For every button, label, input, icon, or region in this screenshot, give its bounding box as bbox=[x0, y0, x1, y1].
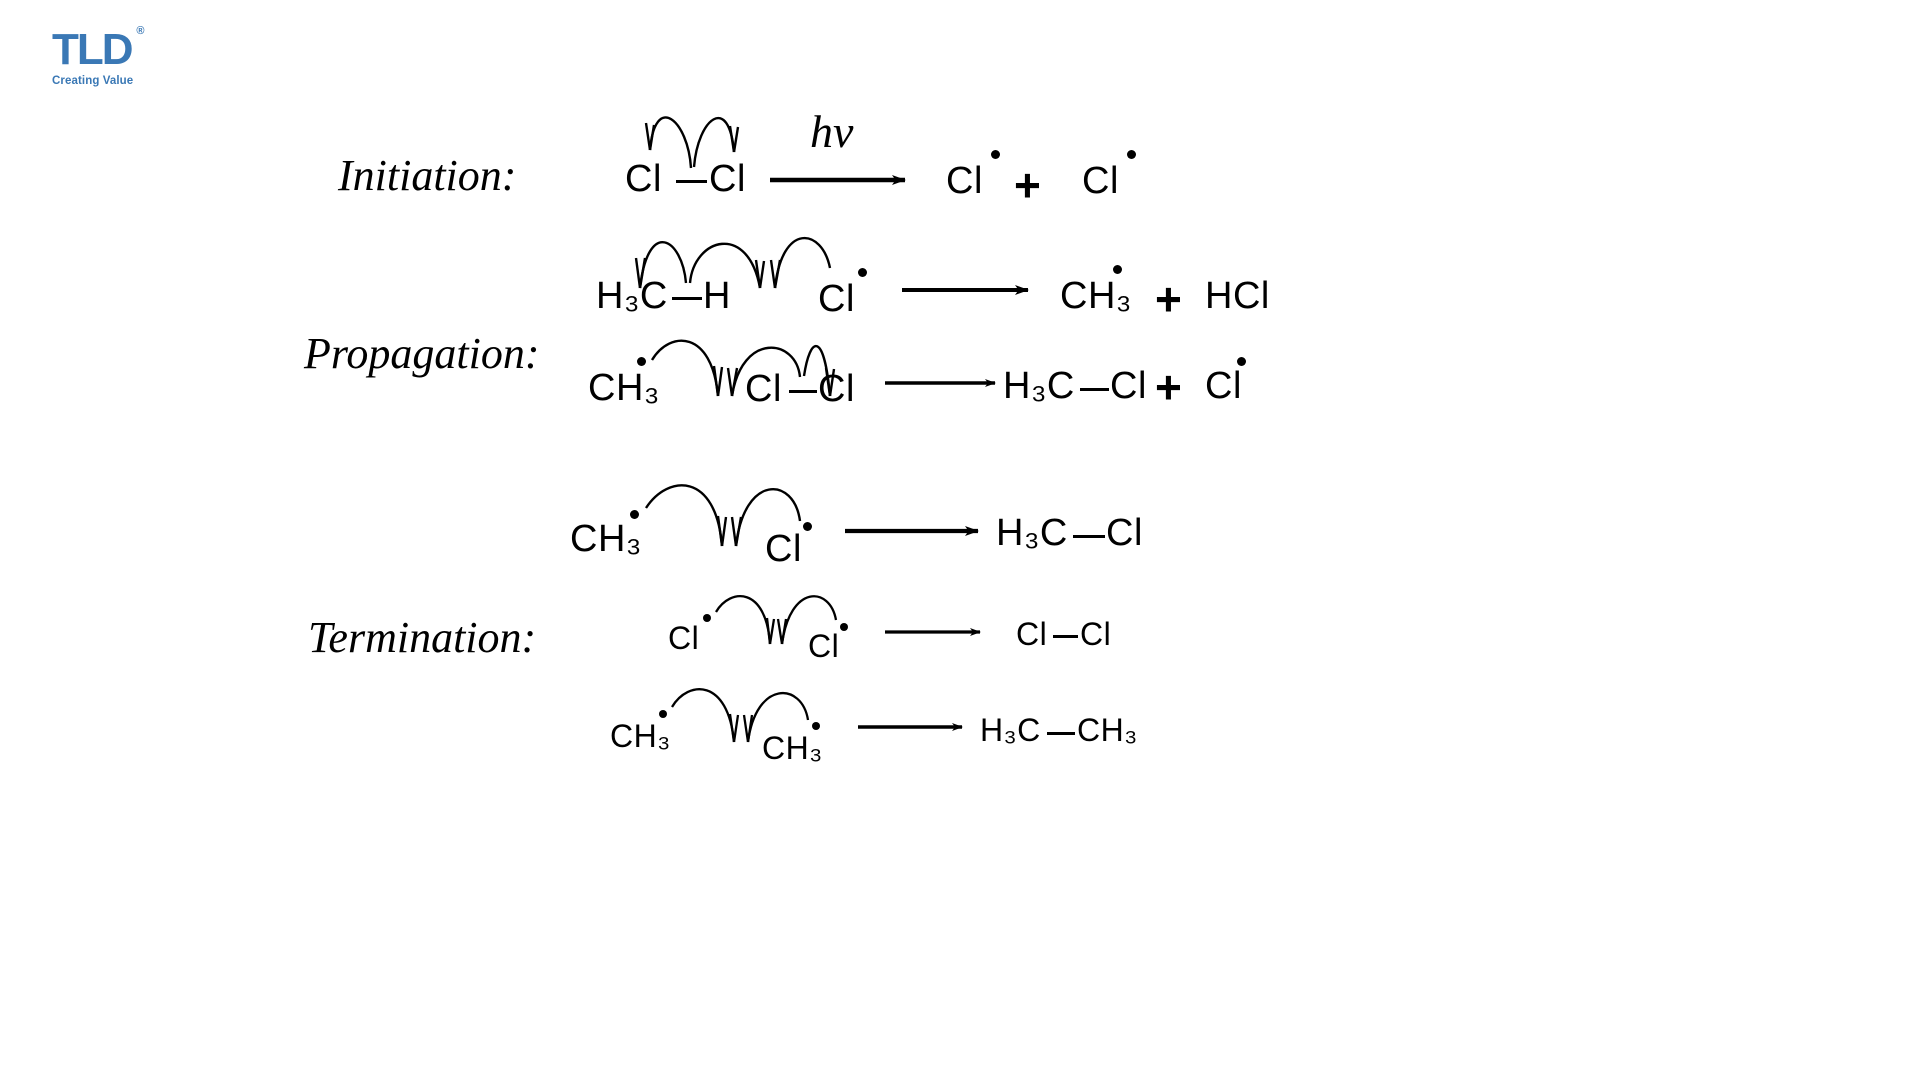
logo-wordmark-text: TLD bbox=[52, 25, 134, 74]
termination3-product-ch3: CH₃ bbox=[1077, 712, 1138, 749]
propagation1-reactant-h3c-text: H₃C bbox=[596, 275, 668, 317]
termination3-product-ch3-text: CH₃ bbox=[1077, 712, 1138, 748]
propagation2-product-cl: Cl bbox=[1110, 365, 1147, 407]
termination3-product-bond bbox=[1047, 732, 1075, 735]
radical-dot-icon bbox=[630, 510, 639, 519]
initiation-reactant-cl-left: Cl bbox=[625, 158, 662, 200]
initiation-product-cl-1: Cl bbox=[946, 160, 983, 202]
propagation2-product-h3c: H₃C bbox=[1003, 365, 1075, 408]
propagation1-reactant-h: H bbox=[703, 275, 731, 317]
logo-wordmark: TLD ® bbox=[52, 25, 145, 74]
propagation1-product-ch3: CH₃ bbox=[1060, 275, 1132, 318]
propagation2-reactant-ch3-radical: CH₃ bbox=[588, 367, 660, 410]
termination1-product-h3c-text: H₃C bbox=[996, 512, 1068, 554]
radical-dot-icon bbox=[803, 522, 812, 531]
termination2-reactant-cl-radical-1: Cl bbox=[668, 620, 700, 656]
termination1-reactant-ch3-text: CH₃ bbox=[570, 518, 642, 560]
radical-dot-icon bbox=[812, 722, 820, 730]
propagation2-reactant-cl-left: Cl bbox=[745, 368, 782, 410]
initiation-product-cl-2: Cl bbox=[1082, 160, 1119, 202]
termination1-fishhook-arrow-1 bbox=[644, 484, 728, 547]
termination3-product-h3c-text: H₃C bbox=[980, 712, 1041, 748]
termination-label: Termination: bbox=[308, 613, 537, 662]
tld-logo: TLD ® Creating Value bbox=[52, 25, 202, 98]
initiation-reactant-cl-right: Cl bbox=[709, 158, 746, 200]
termination3-product-h3c: H₃C bbox=[980, 712, 1041, 749]
propagation1-plus-sign: + bbox=[1155, 273, 1182, 325]
termination2-fishhook-arrow-1 bbox=[715, 595, 776, 645]
initiation-label: Initiation: bbox=[338, 151, 517, 200]
termination1-product-h3c: H₃C bbox=[996, 512, 1068, 555]
termination2-product-cl-left: Cl bbox=[1016, 616, 1048, 652]
termination3-fishhook-arrow-1 bbox=[671, 688, 740, 743]
propagation2-reactant-cl-right: Cl bbox=[818, 368, 855, 410]
propagation2-product-h3c-text: H₃C bbox=[1003, 365, 1075, 407]
propagation2-reactant-ch3-text: CH₃ bbox=[588, 367, 660, 409]
termination1-product-cl: Cl bbox=[1106, 512, 1143, 554]
propagation1-product-ch3-text: CH₃ bbox=[1060, 275, 1132, 317]
termination3-reactant-ch3-radical-2: CH₃ bbox=[762, 730, 823, 767]
initiation-plus-sign: + bbox=[1014, 159, 1041, 211]
termination2-product-cl-right: Cl bbox=[1080, 616, 1112, 652]
propagation1-product-hcl: HCl bbox=[1205, 275, 1270, 317]
propagation2-product-bond bbox=[1080, 388, 1109, 391]
registered-trademark-icon: ® bbox=[136, 25, 144, 37]
propagation-label: Propagation: bbox=[304, 329, 540, 378]
radical-dot-icon bbox=[840, 623, 848, 631]
propagation1-reactant-cl-radical: Cl bbox=[818, 278, 855, 320]
radical-dot-icon bbox=[637, 357, 646, 366]
radical-dot-icon bbox=[1237, 357, 1246, 366]
logo-tagline: Creating Value bbox=[52, 75, 134, 87]
initiation-cl-cl-bond bbox=[676, 180, 707, 183]
radical-dot-icon bbox=[858, 268, 867, 277]
propagation2-fishhook-arrow-1 bbox=[650, 339, 724, 397]
propagation2-plus-sign: + bbox=[1155, 361, 1182, 413]
termination2-reactant-cl-radical-2: Cl bbox=[808, 628, 840, 664]
radical-dot-icon bbox=[991, 150, 1000, 159]
termination3-reactant-ch3-radical-1: CH₃ bbox=[610, 718, 671, 755]
termination1-reactant-ch3-radical: CH₃ bbox=[570, 518, 642, 561]
radical-dot-icon bbox=[1127, 150, 1136, 159]
initiation-condition-hv: hv bbox=[810, 106, 854, 157]
radical-dot-icon bbox=[659, 710, 667, 718]
radical-dot-icon bbox=[703, 614, 711, 622]
propagation2-cl-cl-bond bbox=[789, 390, 817, 393]
termination3-reactant-ch3-text-2: CH₃ bbox=[762, 730, 823, 766]
termination1-product-bond bbox=[1073, 535, 1105, 538]
radical-dot-icon bbox=[1113, 265, 1122, 274]
termination1-reactant-cl-radical: Cl bbox=[765, 528, 802, 570]
propagation1-c-h-bond bbox=[672, 297, 702, 300]
termination3-reactant-ch3-text-1: CH₃ bbox=[610, 718, 671, 754]
propagation2-product-cl-radical: Cl bbox=[1205, 365, 1242, 407]
termination2-product-bond bbox=[1053, 635, 1078, 638]
propagation1-reactant-h3c: H₃C bbox=[596, 275, 668, 318]
